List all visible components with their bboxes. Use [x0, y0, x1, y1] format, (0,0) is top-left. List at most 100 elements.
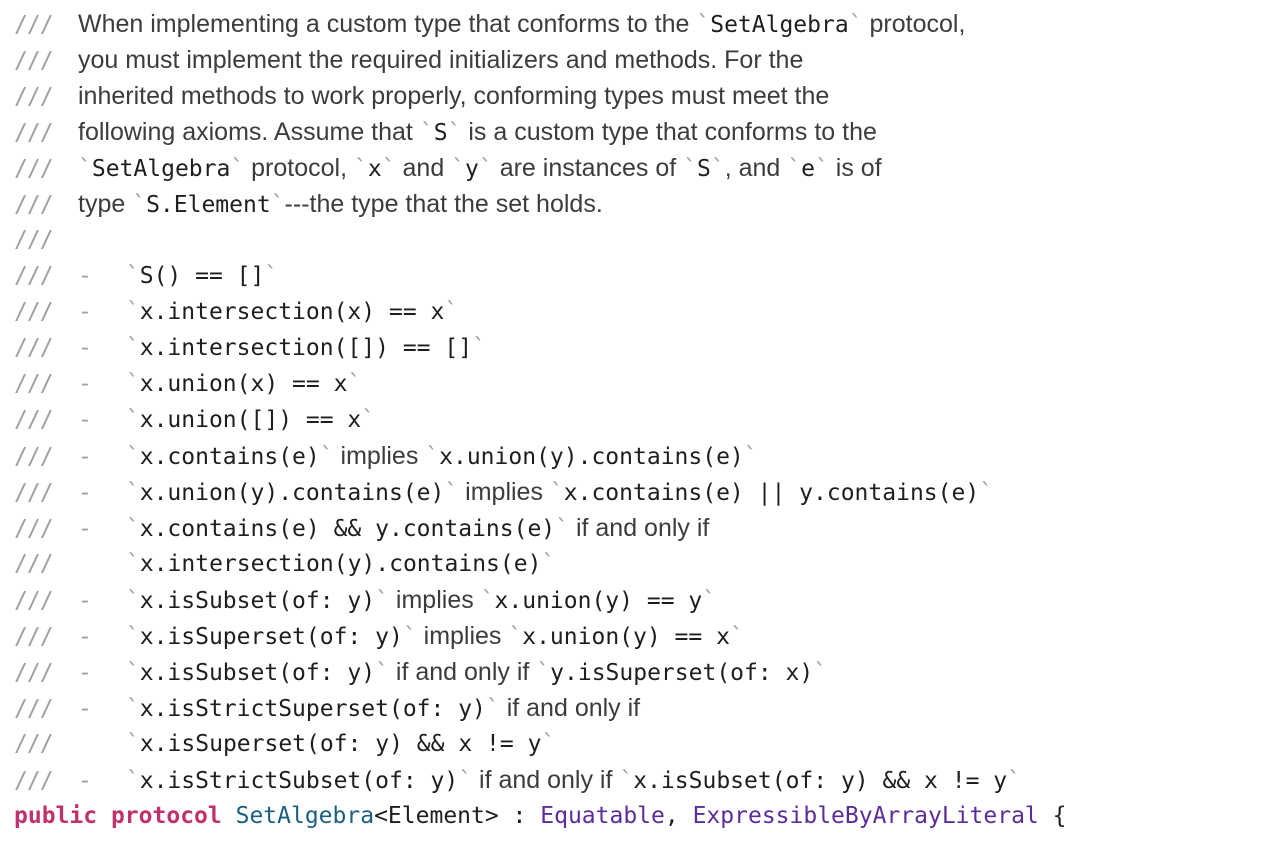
conformance-expressible-by-array-literal: ExpressibleByArrayLiteral [692, 803, 1039, 829]
backtick: ` [549, 480, 564, 506]
backtick: ` [381, 156, 396, 182]
comment-prefix: /// [14, 120, 54, 146]
doc-comment-line: ///following axioms. Assume that `S` is … [14, 114, 1262, 150]
protocol-name: SetAlgebra [235, 803, 375, 829]
backtick: ` [478, 156, 493, 182]
backtick: ` [347, 371, 362, 397]
inline-code: x [367, 156, 382, 182]
comment-text: inherited methods to work properly, conf… [78, 82, 830, 110]
comment-prefix: /// [14, 84, 54, 110]
inline-code: x.isSubset(of: y) && x != y [633, 768, 1008, 794]
bullet-marker: - [78, 263, 92, 289]
comment-prefix: /// [14, 227, 54, 253]
comment-prefix: /// [14, 480, 54, 506]
inline-code: x.isStrictSuperset(of: y) [139, 696, 486, 722]
backtick: ` [425, 444, 440, 470]
backtick: ` [419, 120, 434, 146]
keyword-public: public [14, 803, 98, 829]
inline-code: x.isStrictSubset(of: y) [139, 768, 459, 794]
doc-comment-line: ///-`x.union([]) == x` [14, 402, 1262, 438]
inline-code: x.intersection([]) == [] [139, 335, 473, 361]
comment-prefix: /// [14, 335, 54, 361]
comment-prefix: /// [14, 371, 54, 397]
backtick: ` [729, 624, 744, 650]
backtick: ` [125, 299, 140, 325]
backtick: ` [78, 156, 92, 182]
doc-comment-line: ///-`x.contains(e)` implies `x.union(y).… [14, 438, 1262, 474]
backtick: ` [702, 588, 717, 614]
comment-text: are instances of [492, 154, 684, 182]
open-brace: { [1038, 803, 1067, 829]
comment-text: type [78, 190, 133, 218]
backtick: ` [541, 551, 556, 577]
inline-code: S() == [] [139, 263, 265, 289]
backtick: ` [125, 768, 140, 794]
backtick: ` [472, 335, 486, 361]
bullet-marker: - [78, 696, 92, 722]
inline-code: x.union(y).contains(e) [439, 444, 744, 470]
backtick: ` [848, 12, 863, 38]
backtick: ` [447, 120, 462, 146]
backtick: ` [125, 371, 140, 397]
bullet-marker: - [78, 624, 92, 650]
doc-comment-line: /// [14, 222, 1262, 258]
doc-comment-line: ///-`x.contains(e) && y.contains(e)` if … [14, 510, 1262, 546]
inline-code: x.contains(e) [139, 444, 320, 470]
doc-comment-line: ///-`x.isStrictSuperset(of: y)` if and o… [14, 690, 1262, 726]
comment-text: implies [333, 442, 426, 470]
backtick: ` [125, 624, 140, 650]
comment-text: and [395, 154, 452, 182]
comment-prefix: /// [14, 768, 54, 794]
backtick: ` [485, 696, 500, 722]
inline-code: x.union(y) == x [522, 624, 730, 650]
bullet-marker: - [78, 407, 92, 433]
doc-comment-line: ///-`x.union(y).contains(e)` implies `x.… [14, 474, 1262, 510]
comment-prefix: /// [14, 660, 54, 686]
inline-code: x.isSubset(of: y) [139, 588, 376, 614]
backtick: ` [458, 768, 473, 794]
backtick: ` [375, 588, 389, 614]
bullet-marker: - [78, 299, 92, 325]
bullet-marker: - [78, 444, 92, 470]
inline-code: x.intersection(y).contains(e) [139, 551, 542, 577]
code-editor[interactable]: ///When implementing a custom type that … [14, 6, 1262, 834]
inline-code: x.union(y).contains(e) [139, 480, 445, 506]
backtick: ` [125, 516, 140, 542]
doc-comment-line: ///-`x.union(x) == x` [14, 366, 1262, 402]
backtick: ` [402, 624, 417, 650]
comment-text: , and [724, 154, 788, 182]
backtick: ` [444, 299, 459, 325]
comment-text: you must implement the required initiali… [78, 46, 804, 74]
bullet-marker: - [78, 588, 92, 614]
comment-prefix: /// [14, 299, 54, 325]
inline-code: S [433, 120, 448, 146]
inline-code: y.isSuperset(of: x) [550, 660, 814, 686]
inline-code: e [801, 156, 815, 182]
inline-code: y [465, 156, 479, 182]
doc-comment-line: ///type `S.Element`---the type that the … [14, 186, 1262, 222]
conformance-colon: : [498, 803, 541, 829]
comment-text: if and only if [499, 694, 641, 722]
conformance-equatable: Equatable [540, 803, 665, 829]
comment-prefix: /// [14, 263, 54, 289]
inline-code: x.isSuperset(of: y) && x != y [139, 731, 542, 757]
backtick: ` [125, 407, 140, 433]
comment-prefix: /// [14, 516, 54, 542]
comment-text: ---the type that the set holds. [284, 190, 603, 218]
bullet-marker: - [78, 660, 92, 686]
doc-comment-line: ///When implementing a custom type that … [14, 6, 1262, 42]
inline-code: x.union([]) == x [139, 407, 362, 433]
inline-code: x.intersection(x) == x [139, 299, 445, 325]
protocol-declaration-line: public protocol SetAlgebra<Element> : Eq… [14, 798, 1262, 834]
backtick: ` [444, 480, 459, 506]
backtick: ` [375, 660, 389, 686]
comment-prefix: /// [14, 588, 54, 614]
backtick: ` [361, 407, 376, 433]
doc-comment-line: ///`x.intersection(y).contains(e)` [14, 546, 1262, 582]
doc-comment-line: /// inherited methods to work properly, c… [14, 78, 1262, 114]
comment-text: protocol, [244, 154, 354, 182]
doc-comment-line: ///-`x.intersection([]) == []` [14, 330, 1262, 366]
comment-text: if and only if [388, 658, 537, 686]
comment-text: if and only if [472, 766, 620, 794]
backtick: ` [270, 192, 285, 218]
